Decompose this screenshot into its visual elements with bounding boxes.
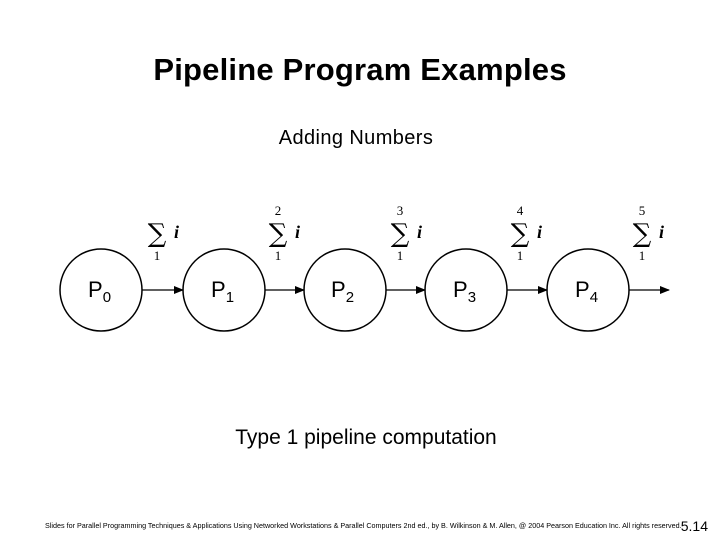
svg-text:P4: P4: [575, 277, 598, 306]
sum-lower-limit: 1: [154, 248, 161, 263]
sum-lower-limit: 1: [275, 248, 282, 263]
sum-upper-limit: 5: [639, 203, 646, 218]
pipeline-diagram: P0 P1 P2 P3 P4 ∑ i 1 2 ∑ i 1 3 ∑ i 1 4: [59, 203, 670, 332]
node-label: P: [88, 277, 103, 302]
slide-title: Pipeline Program Examples: [153, 52, 567, 87]
process-node-p1: P1: [182, 248, 266, 332]
sum-lower-limit: 1: [517, 248, 524, 263]
svg-text:P2: P2: [331, 277, 354, 306]
svg-text:P0: P0: [88, 277, 111, 306]
partial-sum-5: 5 ∑ i 1: [633, 203, 664, 263]
node-label: P: [453, 277, 468, 302]
sum-variable: i: [659, 222, 664, 242]
partial-sum-1: ∑ i 1: [148, 219, 179, 263]
sum-lower-limit: 1: [397, 248, 404, 263]
sigma-symbol: ∑: [269, 219, 288, 249]
node-label: P: [211, 277, 226, 302]
sum-variable: i: [174, 222, 179, 242]
sigma-symbol: ∑: [148, 219, 167, 249]
partial-sum-2: 2 ∑ i 1: [269, 203, 300, 263]
sum-variable: i: [417, 222, 422, 242]
partial-sum-4: 4 ∑ i 1: [511, 203, 542, 263]
sum-upper-limit: 3: [397, 203, 404, 218]
diagram-caption: Type 1 pipeline computation: [235, 426, 497, 449]
node-index: 3: [468, 289, 476, 306]
node-index: 4: [590, 289, 598, 306]
partial-sum-3: 3 ∑ i 1: [391, 203, 422, 263]
process-node-p2: P2: [303, 248, 387, 332]
node-index: 0: [103, 289, 111, 306]
sigma-symbol: ∑: [511, 219, 530, 249]
sum-lower-limit: 1: [639, 248, 646, 263]
svg-text:P3: P3: [453, 277, 476, 306]
sum-upper-limit: 2: [275, 203, 282, 218]
process-node-p4: P4: [546, 248, 630, 332]
slide-subtitle: Adding Numbers: [278, 127, 434, 149]
sigma-symbol: ∑: [633, 219, 652, 249]
slide-footer: Slides for Parallel Programming Techniqu…: [45, 521, 682, 530]
node-index: 2: [346, 289, 354, 306]
sum-variable: i: [537, 222, 542, 242]
sum-upper-limit: 4: [517, 203, 524, 218]
sum-variable: i: [295, 222, 300, 242]
node-label: P: [575, 277, 590, 302]
slide-number: 5.14: [680, 518, 708, 534]
svg-text:P1: P1: [211, 277, 234, 306]
node-index: 1: [226, 289, 234, 306]
process-node-p3: P3: [424, 248, 508, 332]
process-node-p0: P0: [59, 248, 143, 332]
sigma-symbol: ∑: [391, 219, 410, 249]
node-label: P: [331, 277, 346, 302]
